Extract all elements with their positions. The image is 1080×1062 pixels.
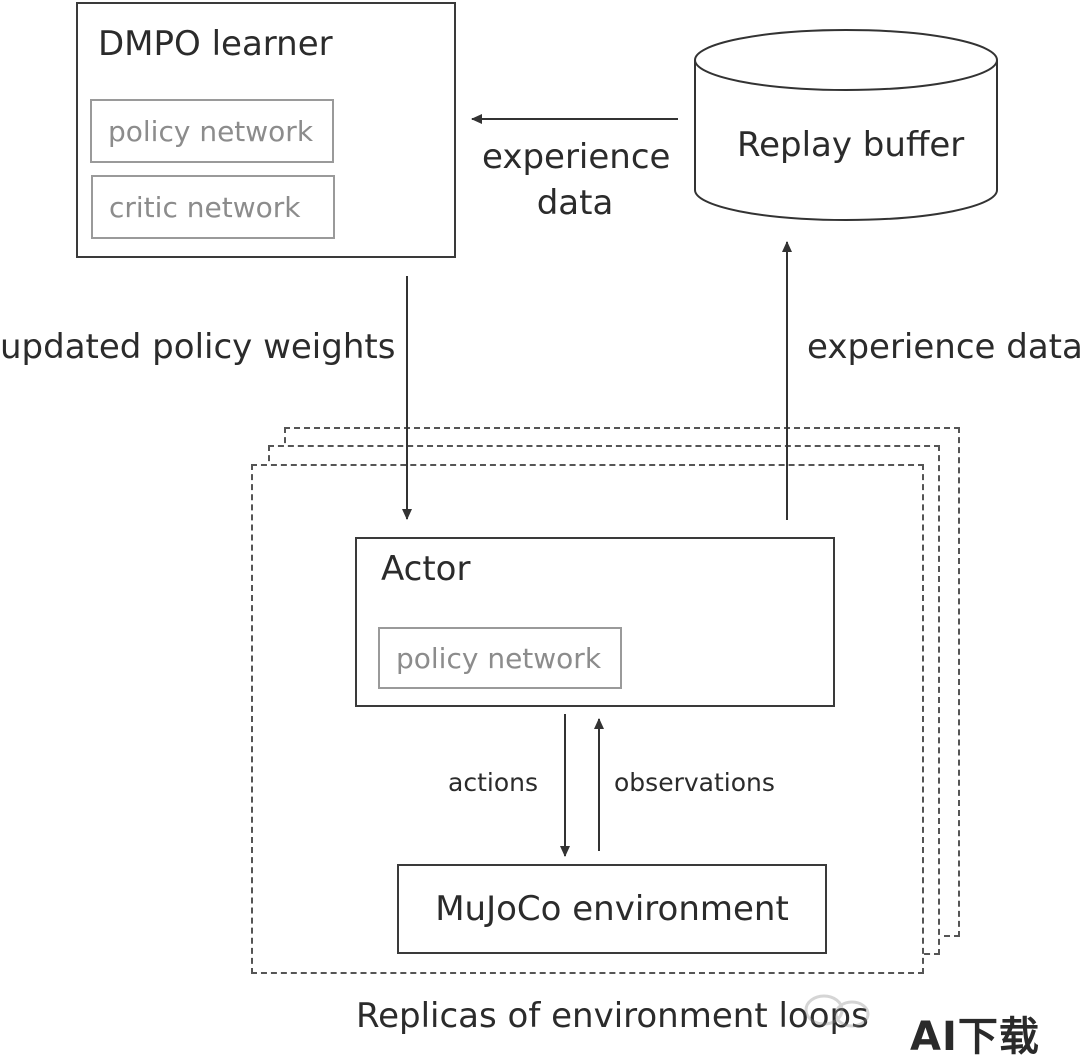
label-actor-to-buffer: experience data xyxy=(807,327,1080,367)
dmpo-learner-title: DMPO learner xyxy=(98,24,333,64)
replicas-caption: Replicas of environment loops xyxy=(356,996,869,1036)
learner-critic-network: critic network xyxy=(91,175,335,239)
actor-policy-network: policy network xyxy=(378,627,622,689)
replay-buffer-label: Replay buffer xyxy=(737,125,965,165)
dmpo-learner-box: DMPO learner policy network critic netwo… xyxy=(76,2,456,258)
label-learner-to-actor: updated policy weights xyxy=(0,327,396,367)
label-actions: actions xyxy=(448,768,538,797)
mujoco-environment-label: MuJoCo environment xyxy=(435,889,789,929)
learner-policy-network: policy network xyxy=(90,99,334,163)
actor-box: Actor policy network xyxy=(355,537,835,707)
replay-buffer-cylinder xyxy=(694,29,998,221)
label-buffer-to-learner: experience data xyxy=(482,137,671,223)
mujoco-environment-box: MuJoCo environment xyxy=(397,864,827,954)
watermark-logo: AI下载 xyxy=(910,1014,1040,1060)
actor-title: Actor xyxy=(381,549,471,589)
watermark-icon xyxy=(800,988,880,1032)
label-observations: observations xyxy=(614,768,775,797)
